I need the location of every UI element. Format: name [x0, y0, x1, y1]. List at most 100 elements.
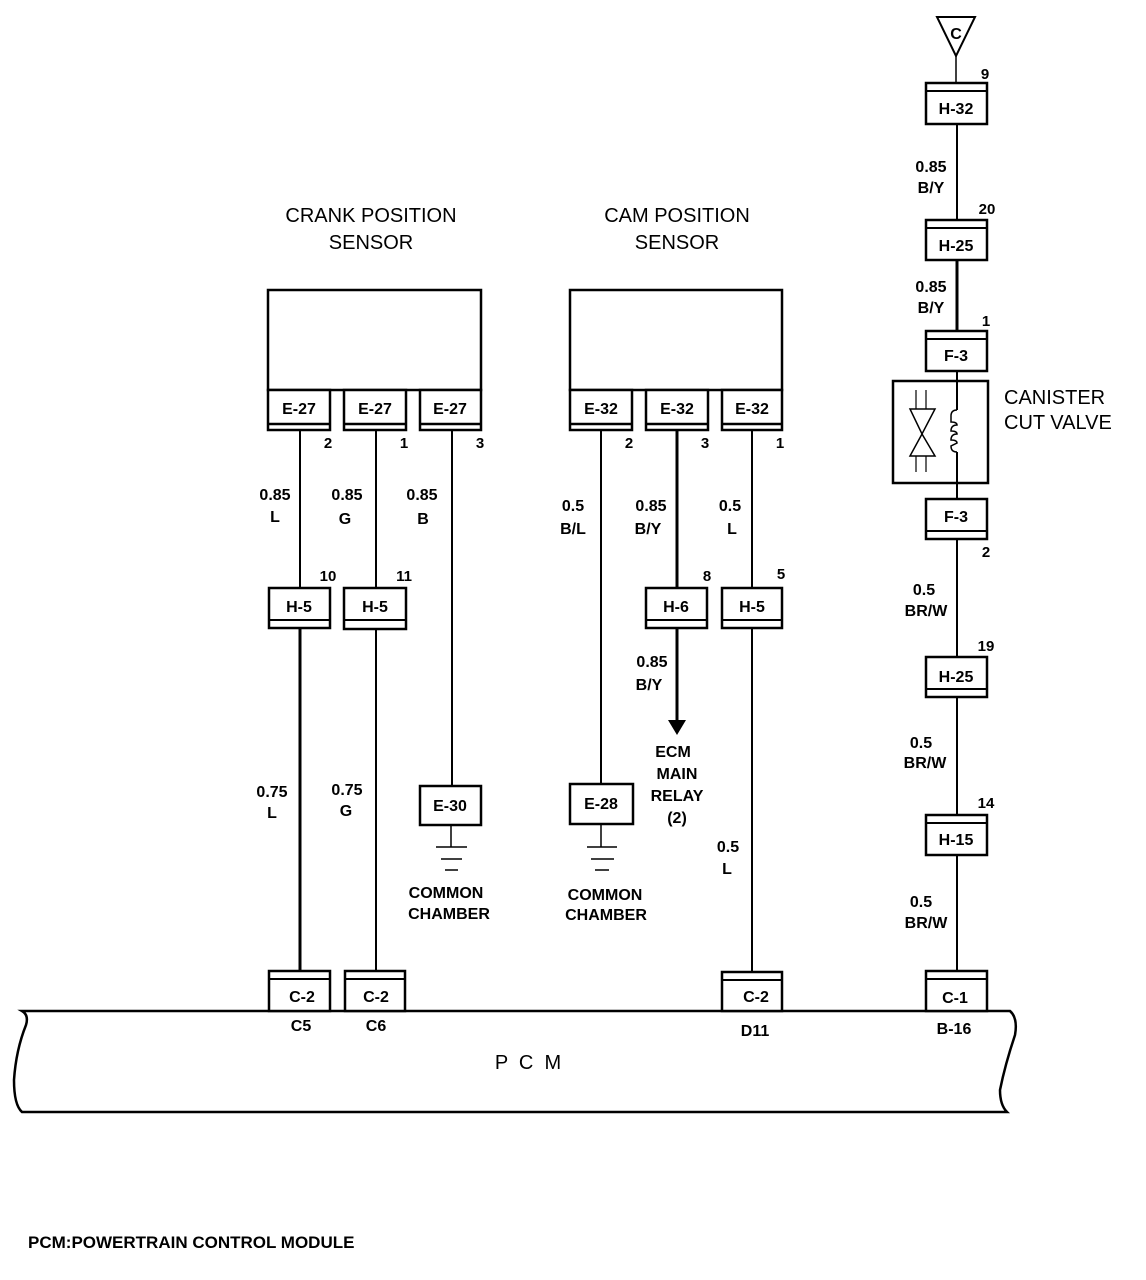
crank-connector-pin3[interactable]: E-27 — [418, 388, 483, 432]
wire-color: B — [417, 511, 429, 528]
wire-size: 0.5 — [562, 498, 584, 515]
wire-size: 0.5 — [910, 735, 932, 752]
crank-sensor-title-line1: CRANK POSITION — [285, 205, 456, 227]
pcm-terminal: B-16 — [937, 1021, 972, 1038]
pin-number: 2 — [982, 544, 990, 561]
ground-connector-e28[interactable]: E-28 — [568, 782, 635, 826]
ground-icon — [436, 825, 467, 871]
pin-number: 1 — [776, 435, 784, 452]
connector-f3-b[interactable]: F-3 — [924, 497, 989, 541]
wire-color: B/Y — [918, 300, 945, 317]
pin-number: 19 — [978, 638, 995, 655]
wire-size: 0.85 — [636, 654, 667, 671]
cam-sensor-title-line2: SENSOR — [635, 232, 719, 254]
connector-label: H-15 — [939, 832, 974, 849]
pcm-connector-d11[interactable]: C-2 — [720, 970, 784, 1013]
solenoid-coil-icon — [950, 409, 958, 453]
canister-valve-title-line1: CANISTER — [1004, 387, 1105, 409]
wire-size: B/L — [560, 521, 586, 538]
connector-label: H-25 — [939, 238, 974, 255]
connector-label: H-5 — [286, 599, 312, 616]
reference-triangle-c[interactable]: C — [935, 16, 977, 59]
canister-valve-title-line2: CUT VALVE — [1004, 412, 1112, 434]
wire-size: 0.85 — [331, 487, 362, 504]
crank-sensor-body[interactable] — [266, 288, 483, 392]
footer-note: PCM:POWERTRAIN CONTROL MODULE — [28, 1233, 355, 1252]
connector-label: F-3 — [944, 509, 968, 526]
pin-number: 3 — [476, 435, 484, 452]
connector-label: E-30 — [433, 798, 467, 815]
wire-size: 0.85 — [635, 498, 666, 515]
pin-number: 11 — [396, 568, 412, 585]
connector-label: F-3 — [944, 348, 968, 365]
arrow-down-icon — [668, 720, 686, 735]
crank-connector-pin1[interactable]: E-27 — [342, 388, 408, 432]
wire-color: L — [267, 805, 277, 822]
wire-color: B/Y — [635, 521, 662, 538]
connector-label: C-2 — [363, 989, 389, 1006]
wire-color: L — [727, 521, 737, 538]
pcm-connector-c5[interactable]: C-2 — [267, 969, 332, 1013]
wire-color: G — [340, 803, 352, 820]
connector-f3-a[interactable]: F-3 — [924, 329, 989, 373]
pcm-terminal: C5 — [291, 1018, 312, 1035]
cam-sensor-title-line1: CAM POSITION — [604, 205, 750, 227]
connector-label: H-32 — [939, 101, 974, 118]
ground-label-line2: CHAMBER — [408, 906, 490, 923]
wire-color: B/Y — [636, 677, 663, 694]
ground-label-line2: CHAMBER — [565, 907, 647, 924]
connector-label: E-27 — [433, 401, 467, 418]
connector-label: C-1 — [942, 990, 968, 1007]
wire-size: 0.85 — [259, 487, 290, 504]
ground-icon — [587, 824, 617, 871]
inline-connector-h5-b[interactable]: H-5 — [342, 586, 408, 631]
wire-color: BR/W — [905, 915, 949, 932]
pcm-body[interactable] — [12, 1009, 1018, 1114]
ecm-relay-line1: ECM — [655, 744, 691, 761]
valve-icon — [908, 390, 937, 472]
crank-sensor-title-line2: SENSOR — [329, 232, 413, 254]
connector-label: E-27 — [282, 401, 316, 418]
wire-size: 0.85 — [406, 487, 437, 504]
cam-connector-pin2[interactable]: E-32 — [568, 388, 634, 432]
connector-label: H-5 — [362, 599, 388, 616]
pcm-connector-b16[interactable]: C-1 — [924, 969, 989, 1013]
cam-connector-pin1[interactable]: E-32 — [720, 388, 784, 432]
wire-size: 0.5 — [719, 498, 741, 515]
wire-size: 0.85 — [915, 159, 946, 176]
inline-connector-h6[interactable]: H-6 — [644, 586, 709, 630]
pin-number: 10 — [320, 568, 337, 585]
pin-number: 3 — [701, 435, 709, 452]
wire-color: L — [722, 861, 732, 878]
inline-connector-h15[interactable]: H-15 — [924, 813, 989, 857]
inline-connector-h5-c[interactable]: H-5 — [720, 586, 784, 630]
inline-connector-h5-a[interactable]: H-5 — [267, 586, 332, 630]
connector-label: C-2 — [743, 989, 769, 1006]
inline-connector-h32[interactable]: H-32 — [924, 81, 989, 126]
pin-number: 14 — [978, 795, 995, 812]
cam-connector-pin3[interactable]: E-32 — [644, 388, 710, 432]
ground-label-line1: COMMON — [568, 887, 643, 904]
reference-label: C — [950, 26, 962, 43]
pin-number: 8 — [703, 568, 711, 585]
canister-cut-valve[interactable] — [891, 371, 990, 498]
pcm-connector-c6[interactable]: C-2 — [343, 969, 407, 1013]
connector-label: E-32 — [584, 401, 618, 418]
ground-label-line1: COMMON — [409, 885, 484, 902]
crank-connector-pin2[interactable]: E-27 — [266, 388, 332, 432]
connector-label: C-2 — [289, 989, 315, 1006]
ecm-relay-line3: RELAY — [651, 788, 704, 805]
inline-connector-h25-b[interactable]: H-25 — [924, 655, 989, 699]
connector-label: H-25 — [939, 669, 974, 686]
connector-label: H-6 — [663, 599, 689, 616]
inline-connector-h25-a[interactable]: H-25 — [924, 218, 989, 262]
pin-number: 2 — [324, 435, 332, 452]
ecm-relay-line4: (2) — [667, 810, 687, 827]
pcm-terminal: C6 — [366, 1018, 387, 1035]
wire-color: G — [339, 511, 351, 528]
wire-color: BR/W — [905, 603, 949, 620]
cam-sensor-body[interactable] — [568, 288, 784, 392]
pcm-label: P C M — [495, 1052, 561, 1074]
ground-connector-e30[interactable]: E-30 — [418, 784, 483, 827]
pin-number: 2 — [625, 435, 633, 452]
